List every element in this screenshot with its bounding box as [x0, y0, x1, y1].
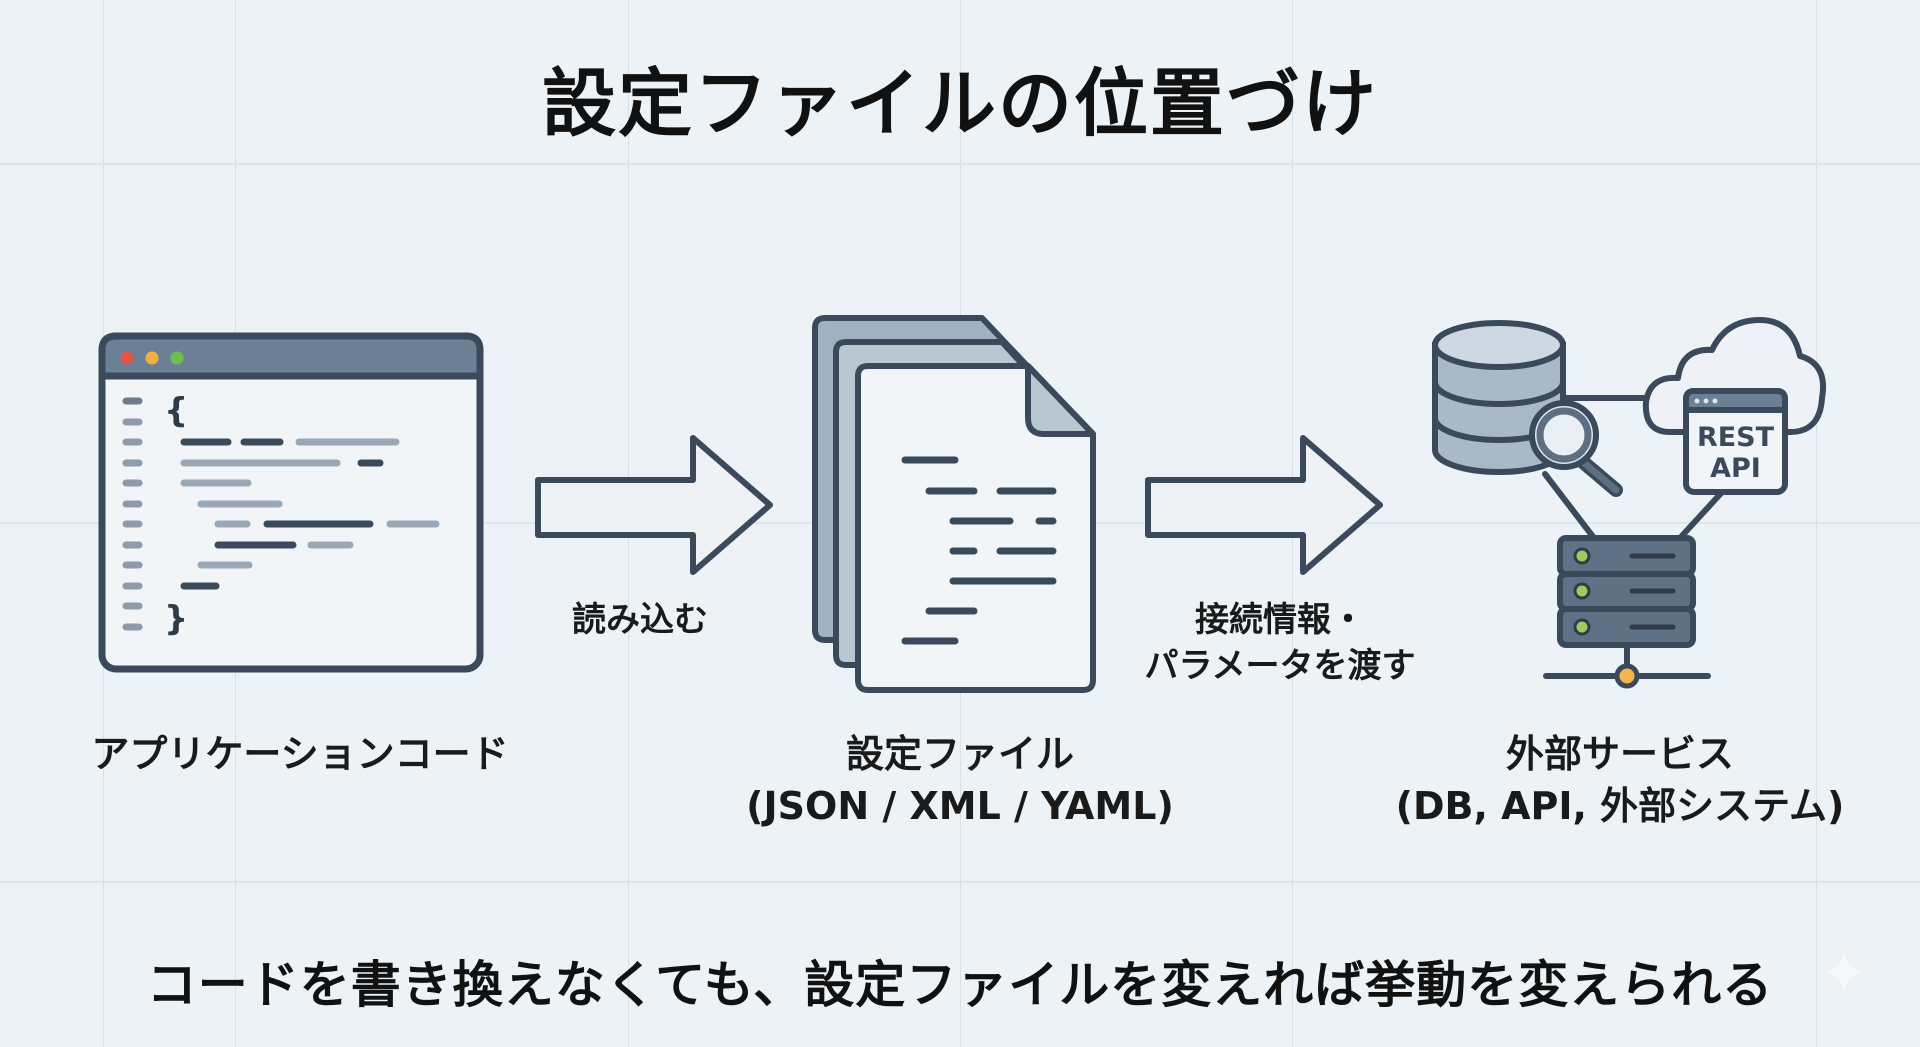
- network-node-icon: [1543, 645, 1711, 689]
- arrow-right-icon: [535, 435, 773, 575]
- config-file-formats: (JSON / XML / YAML): [746, 784, 1174, 828]
- summary-caption: コードを書き換えなくても、設定ファイルを変えれば挙動を変えられる: [146, 956, 1774, 1014]
- page-fold: [1025, 363, 1096, 437]
- app-code-label: アプリケーションコード: [91, 732, 509, 776]
- api-text: API: [1710, 453, 1761, 484]
- sparkle-icon: [1824, 952, 1864, 992]
- read-arrow-label: 読み込む: [572, 600, 708, 640]
- search-icon: [1529, 400, 1623, 497]
- pass-arrow-label: 接続情報・ パラメータを渡す: [1080, 597, 1480, 689]
- page-title: 設定ファイルの位置づけ: [542, 61, 1378, 147]
- svg-text:}: }: [164, 599, 188, 639]
- database-icon: [1432, 320, 1566, 475]
- pass-label-line2: パラメータを渡す: [1144, 646, 1416, 686]
- arrow-right-icon: [1145, 435, 1383, 575]
- external-services-label: 外部サービス (DB, API, 外部システム): [1360, 728, 1880, 832]
- document-lines: [901, 456, 1057, 645]
- svg-text:{: {: [164, 391, 188, 431]
- server-icon: [1557, 535, 1696, 648]
- line-numbers: [122, 397, 143, 631]
- window-titlebar: [98, 332, 484, 380]
- services-network-icon: REST API: [1432, 317, 1826, 689]
- external-services-title: 外部サービス: [1505, 732, 1734, 776]
- connector-lines: [1542, 395, 1727, 541]
- rest-text: REST: [1697, 422, 1775, 453]
- rest-api-icon: REST API: [1683, 388, 1788, 495]
- maximize-dot-icon: [170, 351, 184, 365]
- pass-label-line1: 接続情報・: [1195, 600, 1365, 640]
- code-window-icon: { }: [98, 332, 484, 673]
- minimize-dot-icon: [145, 351, 159, 365]
- document-stack-icon: [812, 315, 1096, 693]
- code-lines: [180, 438, 440, 590]
- config-file-label: 設定ファイル (JSON / XML / YAML): [700, 728, 1220, 832]
- external-services-examples: (DB, API, 外部システム): [1395, 784, 1845, 828]
- grid-line: [0, 163, 1920, 165]
- grid-line: [0, 881, 1920, 883]
- close-dot-icon: [120, 351, 134, 365]
- config-file-title: 設定ファイル: [845, 732, 1074, 776]
